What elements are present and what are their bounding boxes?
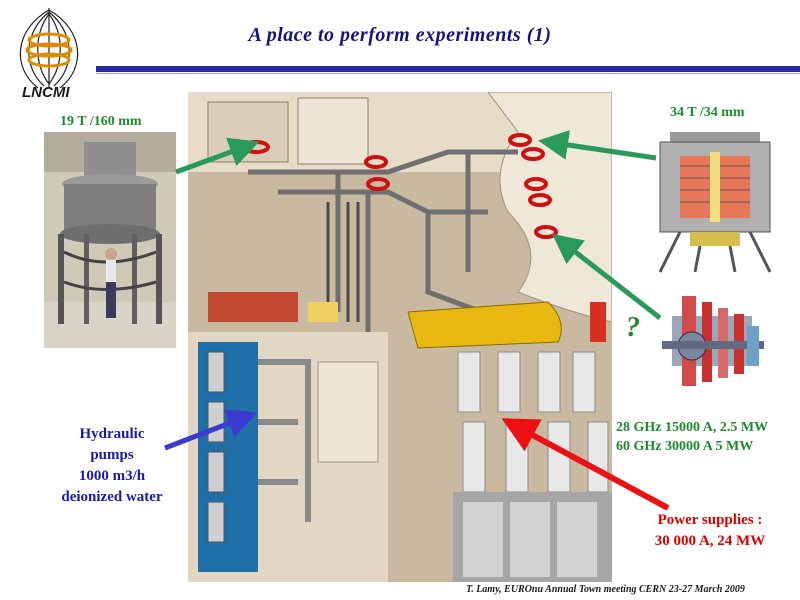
question-mark: ? bbox=[626, 312, 640, 343]
magnet-19t-photo bbox=[44, 132, 176, 348]
slide-title: A place to perform experiments (1) bbox=[248, 24, 552, 46]
gyrotron-spec-28ghz: 28 GHz 15000 A, 2.5 MW bbox=[616, 420, 769, 435]
magnet-19t-label: 19 T /160 mm bbox=[60, 114, 142, 129]
title-rule-thin bbox=[96, 73, 800, 74]
magnet-34t-diagram bbox=[658, 132, 772, 273]
pumps-line-2: pumps bbox=[90, 447, 134, 463]
power-supplies-label: Power supplies : 30 000 A, 24 MW bbox=[620, 510, 800, 552]
power-line-1: Power supplies : bbox=[657, 512, 763, 528]
facility-model-photo bbox=[188, 92, 612, 582]
gyrotron-specs: 28 GHz 15000 A, 2.5 MW 60 GHz 30000 A 5 … bbox=[616, 418, 800, 456]
title-rule bbox=[96, 66, 800, 72]
pumps-line-4: deionized water bbox=[61, 489, 163, 505]
pumps-line-1: Hydraulic bbox=[79, 426, 145, 442]
magnet-34t-label: 34 T /34 mm bbox=[670, 105, 745, 120]
power-line-2: 30 000 A, 24 MW bbox=[654, 533, 766, 549]
ion-source-diagram bbox=[662, 286, 764, 398]
logo-text: LNCMI bbox=[22, 84, 70, 101]
footer-credit: T. Lamy, EUROnu Annual Town meeting CERN… bbox=[466, 584, 745, 595]
gyrotron-spec-60ghz: 60 GHz 30000 A 5 MW bbox=[616, 439, 754, 454]
hydraulic-pumps-label: Hydraulic pumps 1000 m3/h deionized wate… bbox=[42, 424, 182, 508]
pumps-line-3: 1000 m3/h bbox=[78, 468, 146, 484]
lncmi-logo bbox=[19, 8, 79, 89]
